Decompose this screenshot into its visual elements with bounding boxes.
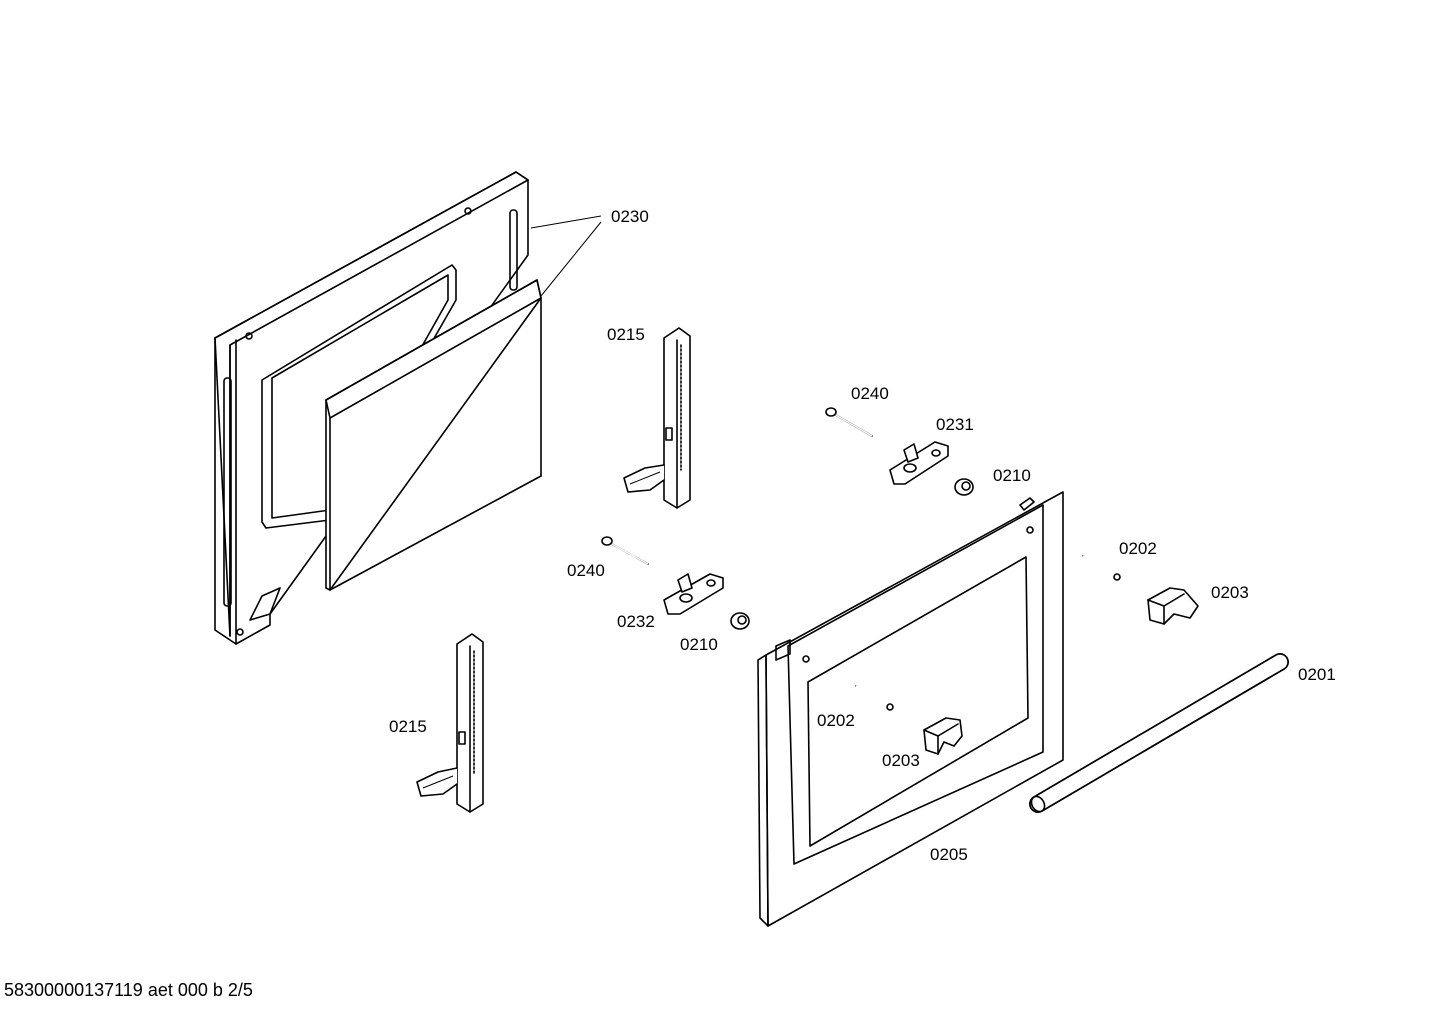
label-0205: 0205 [930, 845, 968, 864]
screw-upper [825, 407, 873, 437]
bracket-upper [889, 441, 949, 485]
bushing-lower [730, 612, 750, 630]
label-0201: 0201 [1298, 665, 1336, 684]
leader-0230 [530, 215, 602, 297]
label-0202-bottom: 0202 [817, 711, 855, 730]
outer-door [757, 491, 1064, 927]
cap-lower [923, 717, 963, 755]
hinge-lower [416, 633, 484, 813]
hinge-upper [623, 327, 691, 509]
bushing-upper [954, 478, 974, 496]
label-0232: 0232 [617, 612, 655, 631]
label-0231: 0231 [936, 415, 974, 434]
glass-pane [325, 279, 542, 591]
cap-upper [1147, 587, 1199, 625]
label-0210-bottom: 0210 [680, 635, 718, 654]
label-0215-bottom: 0215 [389, 717, 427, 736]
pin-upper [1082, 554, 1121, 581]
label-0202-top: 0202 [1119, 539, 1157, 558]
label-0240-bottom: 0240 [567, 561, 605, 580]
label-0203-bottom: 0203 [882, 751, 920, 770]
screw-lower [601, 536, 649, 565]
pin-lower [855, 684, 894, 711]
label-0240-top: 0240 [851, 384, 889, 403]
document-id: 58300000137119 aet 000 b 2/5 [4, 980, 253, 1000]
label-0230: 0230 [611, 207, 649, 226]
label-0215-top: 0215 [607, 325, 645, 344]
label-0210-top: 0210 [993, 466, 1031, 485]
handle-rod [1029, 653, 1289, 813]
label-0203-top: 0203 [1211, 583, 1249, 602]
bracket-lower [663, 573, 724, 615]
